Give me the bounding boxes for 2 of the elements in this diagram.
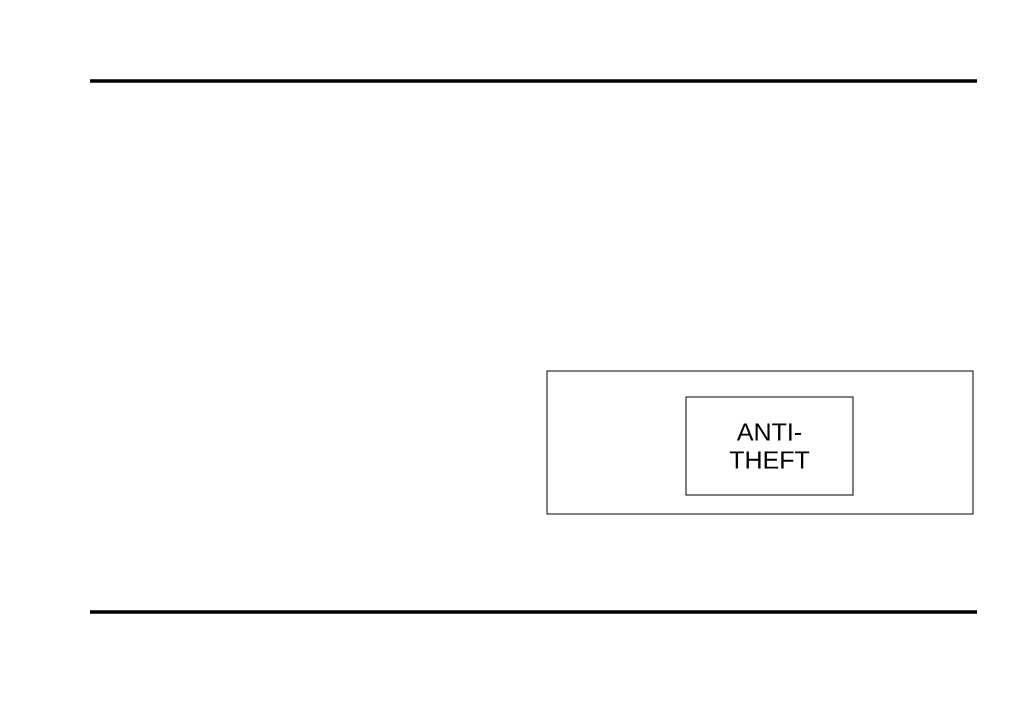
panel-frame <box>546 370 974 515</box>
label-box: ANTI- THEFT <box>685 396 854 496</box>
